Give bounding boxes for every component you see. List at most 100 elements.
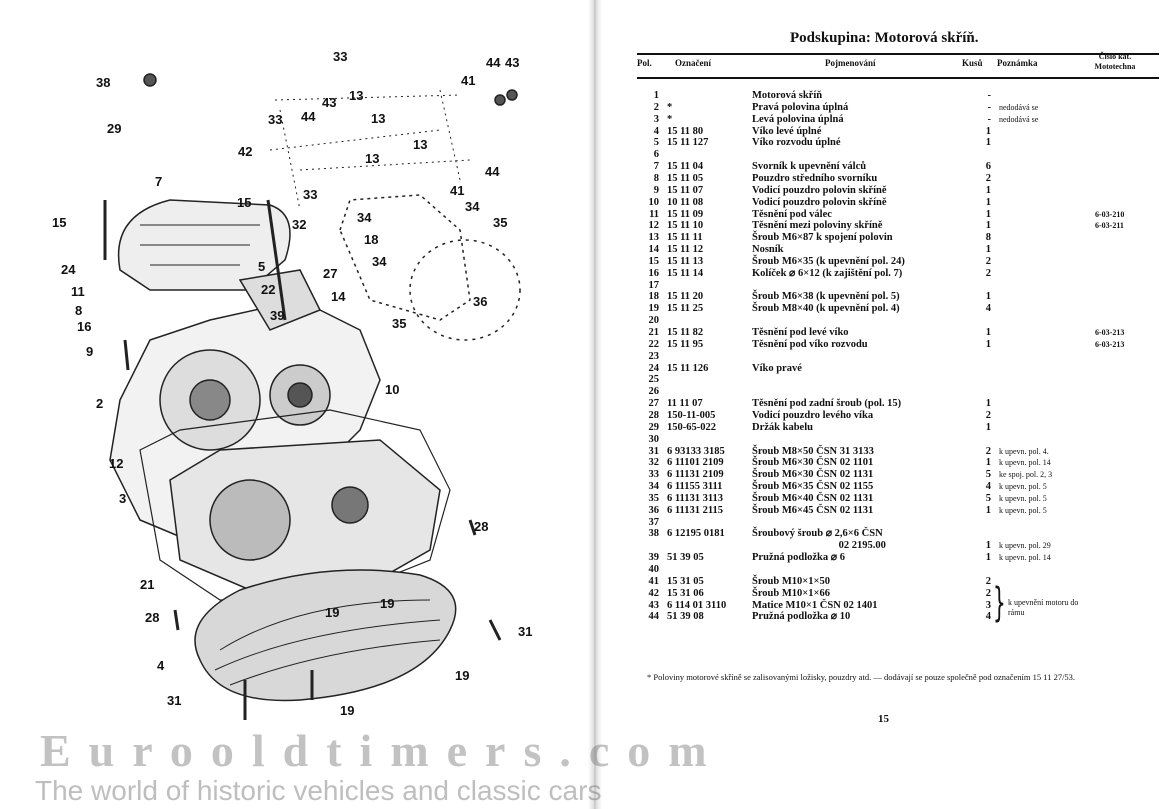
- cell-name: Těsnění pod víko rozvodu: [752, 338, 868, 350]
- callout-label: 36: [473, 294, 488, 309]
- callout-label: 13: [349, 88, 364, 103]
- cell-pol: 7: [653, 161, 659, 173]
- cell-pol: 19: [648, 303, 660, 315]
- brace-icon: }: [993, 580, 1006, 626]
- table-row: 40: [637, 564, 1162, 576]
- cell-pol: 23: [648, 350, 660, 362]
- table-row: 17: [637, 280, 1162, 292]
- cell-pol: 26: [648, 386, 660, 398]
- page-fold: [588, 0, 602, 809]
- callout-label: 42: [238, 144, 253, 159]
- cell-pol: 21: [648, 327, 660, 338]
- cell-qty: 1: [985, 208, 991, 220]
- cell-qty: 4: [985, 611, 991, 623]
- cell-code: 10 11 08: [667, 196, 704, 208]
- cell-code: 15 11 05: [667, 172, 704, 184]
- table-row: 30: [637, 434, 1162, 446]
- callout-label: 44: [485, 164, 500, 179]
- cell-pol: 33: [648, 469, 660, 481]
- callout-label: 9: [86, 344, 94, 359]
- cell-qty: 1: [985, 398, 991, 410]
- cell-name: Šroub M8×50 ČSN 31 3133: [752, 445, 874, 457]
- cell-code: 6 12195 0181: [667, 528, 725, 540]
- cell-qty: 3: [985, 599, 991, 611]
- callout-label: 41: [461, 73, 476, 88]
- cell-pol: 2: [653, 101, 659, 113]
- callout-label: 13: [413, 137, 428, 152]
- cell-pol: 11: [649, 208, 659, 220]
- cell-pol: 24: [648, 362, 660, 374]
- cell-code: 6 93133 3185: [667, 445, 725, 457]
- table-row: 25: [637, 374, 1162, 386]
- cell-pol: 43: [648, 599, 660, 611]
- cell-qty: -: [987, 90, 992, 101]
- cell-name: Šroub M6×30 ČSN 02 1101: [752, 457, 874, 469]
- cell-qty: 5: [985, 492, 991, 504]
- callout-label: 31: [167, 693, 182, 708]
- cell-name: Pružná podložka ⌀ 10: [752, 611, 851, 623]
- cell-qty: 1: [985, 220, 991, 232]
- callout-label: 13: [371, 111, 386, 126]
- callout-label: 10: [385, 382, 400, 397]
- cell-pol: 18: [648, 291, 660, 303]
- callout-label: 38: [96, 75, 111, 90]
- cell-pol: 12: [648, 220, 660, 232]
- cell-code: 51 39 08: [667, 611, 704, 623]
- footnote: * Poloviny motorové skříně se zalisovaný…: [647, 672, 1076, 682]
- cell-pol: 6: [653, 149, 659, 161]
- cell-qty: 2: [985, 445, 991, 457]
- cell-pol: 9: [653, 184, 659, 196]
- callout-label: 41: [450, 183, 465, 198]
- cell-name: Pravá polovina úplná: [752, 101, 849, 113]
- cell-note: k upevn. pol. 5: [999, 493, 1047, 503]
- cell-qty: 2: [985, 409, 991, 421]
- cell-qty: 2: [985, 267, 991, 279]
- callout-label: 33: [333, 49, 348, 64]
- callout-label: 28: [145, 610, 160, 625]
- cell-note: k upevn. pol. 14: [999, 553, 1051, 563]
- header-top-rule: [637, 53, 1159, 55]
- cell-code: 6 11131 2115: [667, 504, 724, 516]
- cell-code: 11 11 07: [667, 398, 703, 410]
- callout-label: 14: [331, 289, 346, 304]
- cell-code: 15 11 13: [667, 255, 704, 267]
- callout-label: 24: [61, 262, 76, 277]
- cell-name: Držák kabelu: [752, 421, 813, 433]
- callout-label: 8: [75, 303, 83, 318]
- watermark-tagline: The world of historic vehicles and class…: [35, 775, 602, 806]
- table-row: 6: [637, 149, 1162, 161]
- cell-pol: 29: [648, 421, 660, 433]
- cell-code: 6 11155 3111: [667, 481, 723, 493]
- callout-label: 18: [364, 232, 379, 247]
- table-row: 23: [637, 351, 1162, 363]
- cell-note: nedodává se: [999, 102, 1039, 112]
- cell-qty: 2: [985, 587, 991, 599]
- col-header-qty: Kusů: [962, 58, 983, 68]
- cell-name: Šroub M6×30 ČSN 02 1131: [752, 469, 874, 481]
- callout-label: 31: [518, 624, 533, 639]
- cell-qty: 1: [985, 457, 991, 469]
- cell-name: Šroub M6×40 ČSN 02 1131: [752, 492, 874, 504]
- cell-name: Levá polovina úplná: [752, 113, 844, 125]
- cell-pol: 1: [653, 90, 659, 101]
- cell-name: 02 2195.00: [752, 540, 886, 552]
- cell-code: 150-65-022: [667, 421, 716, 433]
- cell-code: 15 11 82: [667, 327, 704, 338]
- cell-name: Těsnění pod zadní šroub (pol. 15): [752, 398, 902, 410]
- cell-qty: 2: [985, 255, 991, 267]
- callout-label: 39: [270, 308, 285, 323]
- callout-label: 19: [325, 605, 340, 620]
